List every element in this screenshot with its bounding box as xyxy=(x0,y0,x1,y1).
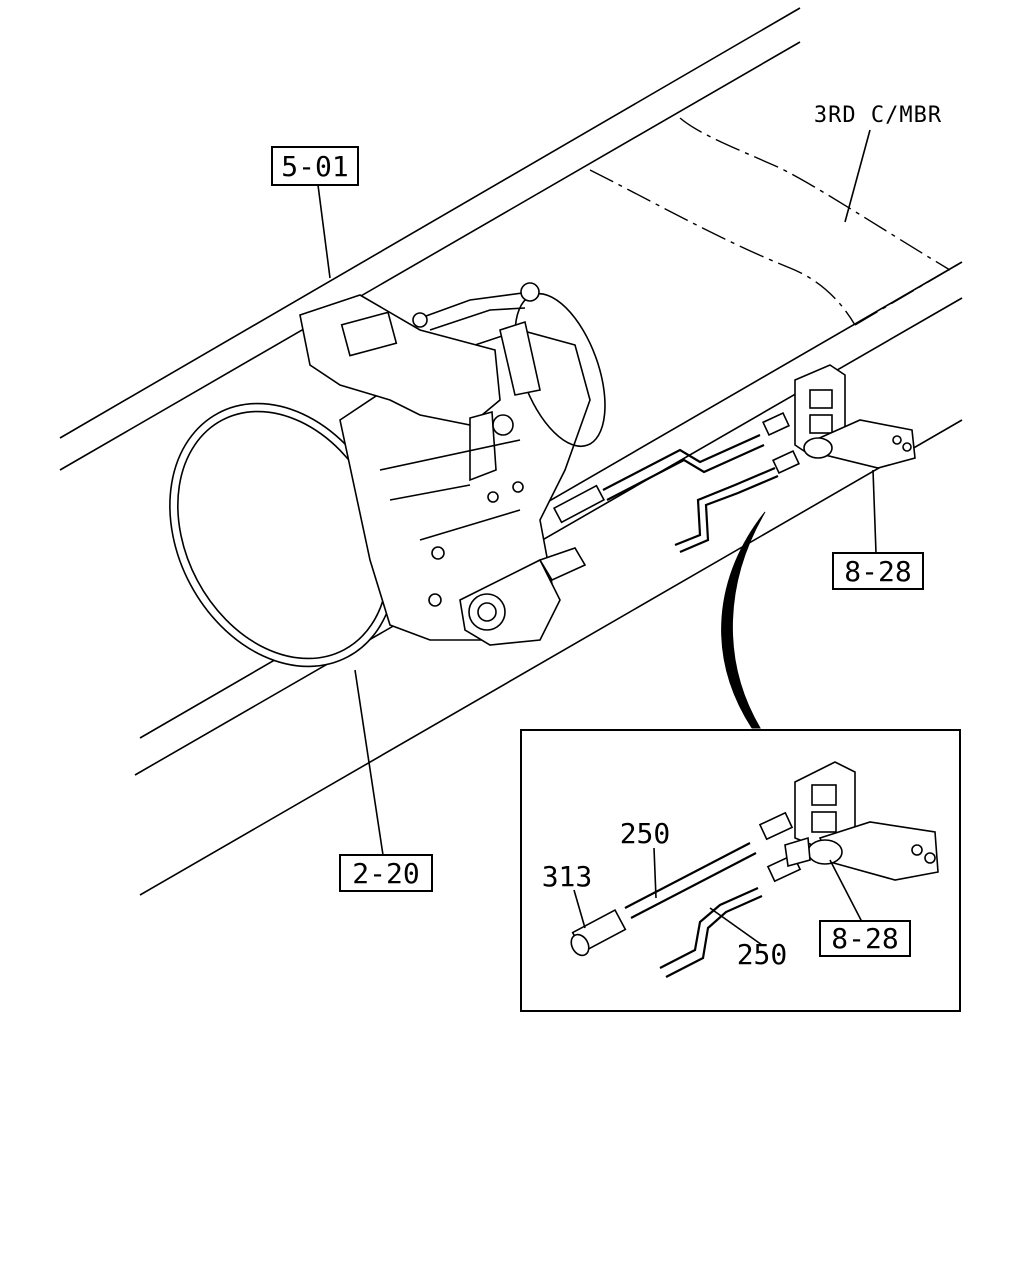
callout-2-20: 2-20 xyxy=(339,854,433,892)
leader-lines xyxy=(317,129,877,856)
part-label-313: 313 xyxy=(542,860,593,893)
valve-bracket-top xyxy=(762,364,916,475)
callout-5-01: 5-01 xyxy=(271,146,359,186)
svg-text:2-20: 2-20 xyxy=(352,857,419,890)
crossmember-outline xyxy=(589,117,963,326)
detail-pointer xyxy=(721,511,766,729)
transmission-assembly xyxy=(169,282,606,668)
part-label-250-upper: 250 xyxy=(620,817,671,850)
svg-text:8-28: 8-28 xyxy=(844,555,911,588)
callout-8-28-main: 8-28 xyxy=(832,552,924,590)
svg-text:5-01: 5-01 xyxy=(281,150,348,183)
detail-inset: 250 313 250 8-28 xyxy=(520,729,961,1012)
callout-8-28-detail: 8-28 xyxy=(831,922,898,955)
part-label-250-lower: 250 xyxy=(737,938,788,971)
crossmember-label: 3RD C/MBR xyxy=(814,103,942,128)
main-hose-routing xyxy=(552,433,779,554)
